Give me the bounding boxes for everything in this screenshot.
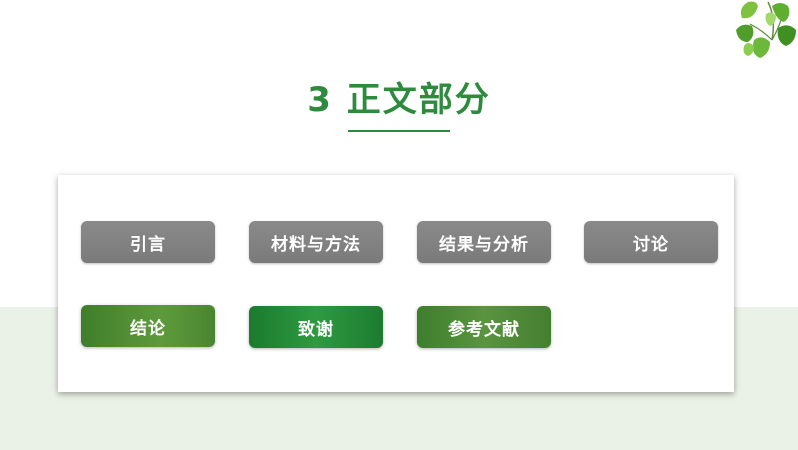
content-card [58, 175, 734, 392]
introduction-button[interactable]: 引言 [81, 221, 215, 263]
ginkgo-leaves-icon [728, 0, 798, 62]
acknowledgements-button[interactable]: 致谢 [249, 306, 383, 348]
materials-and-methods-button[interactable]: 材料与方法 [249, 221, 383, 263]
references-button[interactable]: 参考文献 [417, 306, 551, 348]
slide-title: 3 正文部分 [307, 80, 491, 120]
conclusion-button[interactable]: 结论 [81, 305, 215, 347]
discussion-button[interactable]: 讨论 [584, 221, 718, 263]
title-underline [348, 130, 450, 132]
results-and-analysis-button[interactable]: 结果与分析 [417, 221, 551, 263]
